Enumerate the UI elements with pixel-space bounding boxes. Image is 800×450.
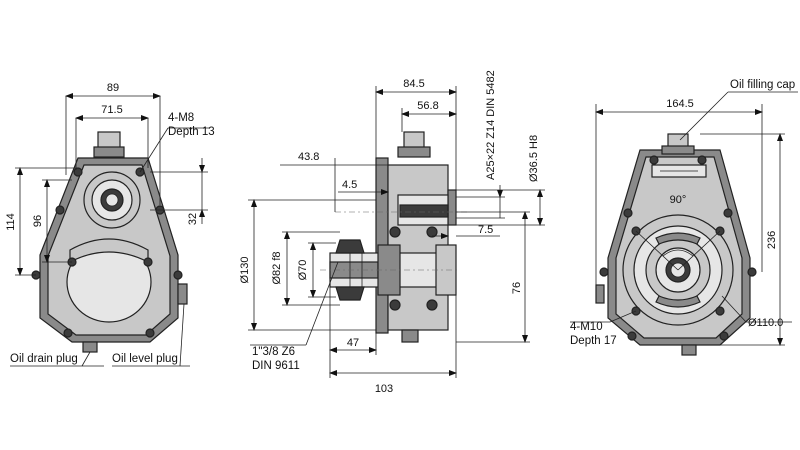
oil-level-plug-body (177, 283, 188, 305)
dim-dia-82: Ø82 f8 (271, 251, 283, 284)
oil-drain-plug-label: Oil drain plug (10, 353, 78, 365)
shaft-spec: A25×22 Z14 DIN 5482 (485, 70, 497, 180)
side-top-plug (403, 131, 425, 149)
front-bolts (31, 167, 183, 338)
front-bolt-pattern: 4-M8 (168, 112, 194, 124)
rear-view: 164.5 Oil filling cap 90° 236 4-M10 Dept… (570, 79, 798, 356)
dim-164-5: 164.5 (666, 98, 694, 110)
oil-level-plug-label: Oil level plug (112, 353, 178, 365)
side-bearings (389, 226, 438, 311)
oil-drain-plug-body (82, 341, 98, 353)
dim-103: 103 (375, 383, 393, 395)
dim-56-8: 56.8 (417, 100, 438, 112)
angle-90: 90° (670, 194, 687, 206)
dim-236: 236 (766, 231, 778, 249)
dim-4-5: 4.5 (342, 179, 357, 191)
dim-84-5: 84.5 (403, 78, 424, 90)
dim-47: 47 (347, 337, 359, 349)
front-bolt-depth: Depth 13 (168, 126, 215, 138)
dim-71-5: 71.5 (101, 104, 122, 116)
bore-spec: Ø36.5 H8 (528, 135, 540, 182)
dim-dia-70: Ø70 (297, 260, 309, 281)
dim-96: 96 (32, 215, 44, 227)
rear-bolt-pattern: 4-M10 (570, 321, 603, 333)
dim-76: 76 (511, 282, 523, 294)
rear-bolt-depth: Depth 17 (570, 335, 617, 347)
rear-bolts (599, 155, 757, 341)
side-view: 84.5 56.8 A25×22 Z14 DIN 5482 Ø36.5 H8 4… (239, 70, 545, 395)
dim-7-5: 7.5 (478, 224, 493, 236)
front-view: 89 71.5 4-M8 Depth 13 114 96 32 Oil drai… (5, 82, 215, 367)
dim-dia-130: Ø130 (239, 257, 251, 284)
dim-89: 89 (107, 82, 119, 94)
pto-din: DIN 9611 (252, 360, 300, 372)
front-top-plug (97, 131, 121, 149)
pto-spec: 1"3/8 Z6 (252, 346, 295, 358)
dim-43-8: 43.8 (298, 151, 319, 163)
dim-dia-110: Ø110.0 (748, 317, 783, 329)
dim-114: 114 (5, 213, 17, 231)
dim-32: 32 (187, 213, 199, 225)
oil-filling-cap-label: Oil filling cap (730, 79, 795, 91)
